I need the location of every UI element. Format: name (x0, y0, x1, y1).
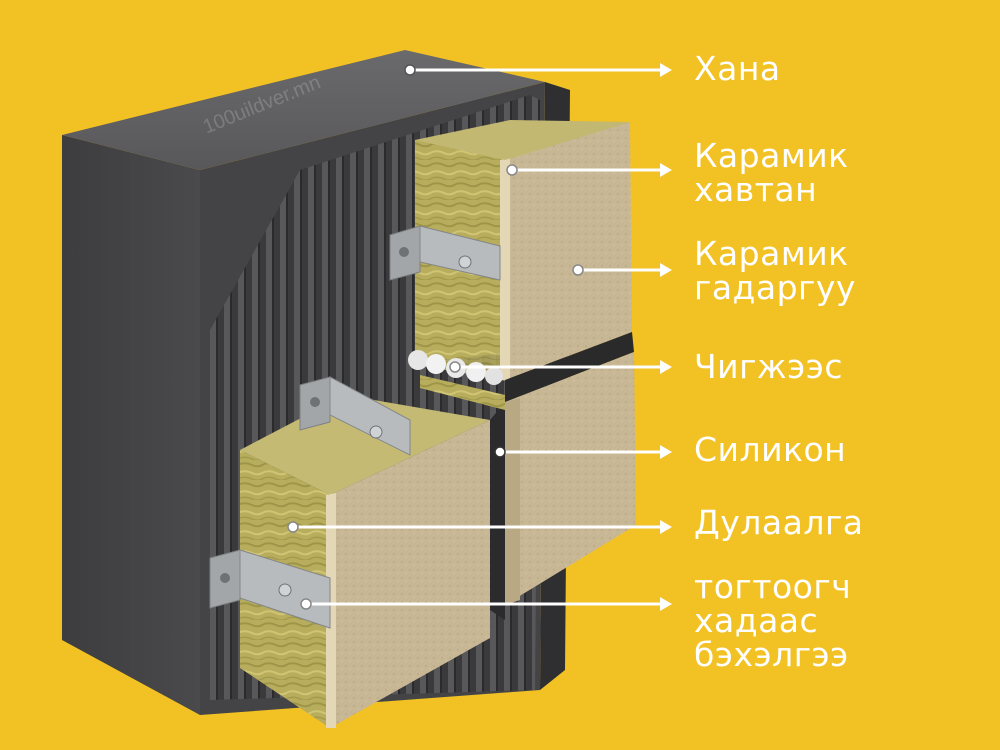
bracket-upper (389, 225, 501, 281)
label-insulation-line-1: Дулаалга (694, 503, 864, 542)
pointer-wall (404, 63, 672, 77)
middle-insulation (420, 375, 505, 410)
label-wall-line-1: Хана (694, 49, 781, 88)
label-wall: Хана (694, 52, 781, 86)
label-ceramic-tile-line-2: хавтан (694, 170, 818, 209)
pointer-silicone (494, 445, 672, 459)
label-ceramic-surface: Карамик гадаргуу (694, 237, 856, 305)
label-sealant: Чигжээс (694, 350, 843, 384)
label-ceramic-tile: Карамик хавтан (694, 139, 849, 207)
label-bracket-line-3: бэхэлгээ (694, 635, 849, 674)
label-ceramic-tile-line-1: Карамик (694, 136, 849, 175)
label-insulation: Дулаалга (694, 506, 864, 540)
pointer-ceramic-tile (506, 163, 672, 177)
label-bracket-line-2: хадаас (694, 601, 819, 640)
label-ceramic-surface-line-1: Карамик (694, 234, 849, 273)
label-sealant-line-1: Чигжээс (694, 347, 844, 386)
label-bracket-line-1: тогтоогч (694, 567, 852, 606)
label-bracket: тогтоогч хадаас бэхэлгээ (694, 570, 851, 672)
pointer-sealant (449, 360, 672, 374)
label-silicone-line-1: Силикон (694, 430, 847, 469)
bracket-middle (299, 376, 411, 456)
label-ceramic-surface-line-2: гадаргуу (694, 268, 856, 307)
label-silicone: Силикон (694, 433, 846, 467)
pointer-ceramic-surface (572, 263, 672, 277)
pointer-bracket (300, 597, 672, 611)
pointer-lines (287, 63, 672, 611)
lower-right-tile (505, 352, 636, 605)
pointer-insulation (287, 520, 672, 534)
upper-panel (415, 120, 632, 381)
